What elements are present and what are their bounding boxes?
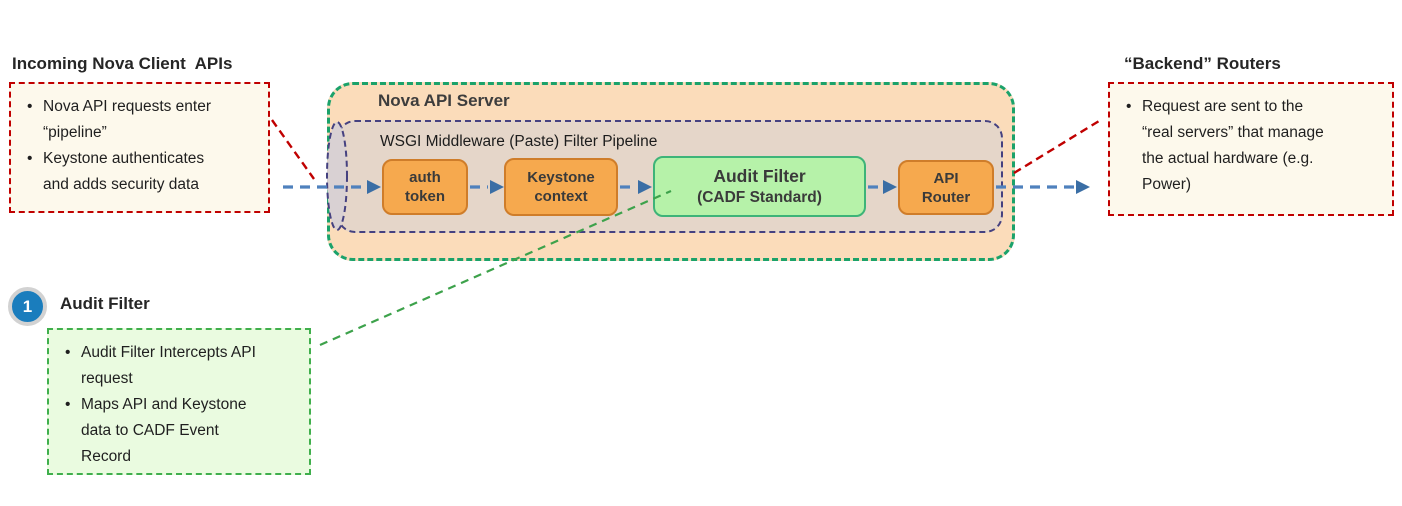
incoming-note-box: Nova API requests enter “pipeline” Keyst…: [9, 82, 270, 213]
audit-callout-bullet: Maps API and Keystone data to CADF Event…: [65, 392, 273, 470]
backend-note-bullet: Request are sent to the “real servers” t…: [1126, 94, 1324, 198]
stage-audit-filter-subtitle: (CADF Standard): [697, 189, 822, 206]
backend-note-list: Request are sent to the “real servers” t…: [1126, 94, 1386, 198]
stage-auth-token-label-line2: token: [404, 188, 445, 205]
incoming-note-heading: Incoming Nova Client APIs: [12, 54, 233, 73]
stage-keystone-context: Keystone context: [504, 158, 618, 216]
incoming-note-list: Nova API requests enter “pipeline” Keyst…: [27, 94, 262, 198]
incoming-note-bullet: Keystone authenticates and adds security…: [27, 146, 225, 198]
stage-api-router-label-line1: API: [933, 169, 959, 187]
stage-api-router: API Router: [898, 160, 994, 215]
backend-note-heading: “Backend” Routers: [1124, 54, 1281, 73]
incoming-note-bullet: Nova API requests enter “pipeline”: [27, 94, 225, 146]
wsgi-pipeline-title: WSGI Middleware (Paste) Filter Pipeline: [380, 133, 658, 150]
stage-api-router-label-line2: Router: [921, 188, 971, 206]
stage-keystone-context-label-line1: Keystone: [527, 169, 595, 186]
step-1-badge: 1: [8, 287, 47, 326]
audit-callout-bullet: Audit Filter Intercepts API request: [65, 340, 273, 392]
stage-keystone-context-label-line2: context: [534, 188, 588, 205]
stage-auth-token-label-line1: auth: [409, 169, 441, 186]
audit-callout-heading: Audit Filter: [60, 294, 150, 313]
stage-auth-token: auth token: [382, 159, 468, 215]
arrowhead-icon: [1076, 180, 1090, 194]
backend-connector-line: [1013, 119, 1100, 175]
stage-audit-filter-title: Audit Filter: [713, 166, 806, 186]
audit-callout-box: Audit Filter Intercepts API request Maps…: [47, 328, 311, 475]
backend-note-box: Request are sent to the “real servers” t…: [1108, 82, 1394, 216]
nova-api-server-title: Nova API Server: [378, 91, 510, 110]
stage-audit-filter: Audit Filter (CADF Standard): [653, 156, 866, 217]
audit-callout-list: Audit Filter Intercepts API request Maps…: [65, 340, 303, 470]
incoming-connector-line: [271, 119, 315, 180]
